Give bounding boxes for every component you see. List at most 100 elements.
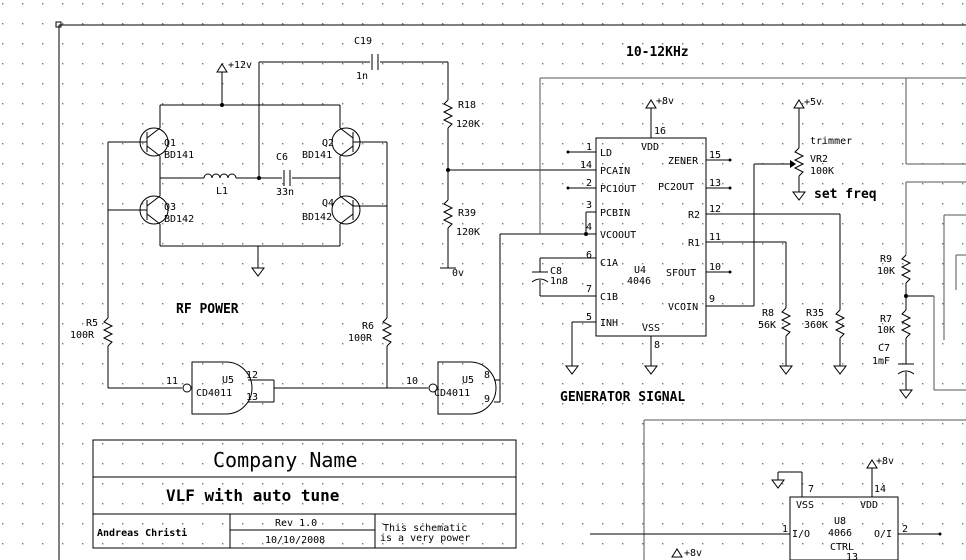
author-name: Andreas Christi xyxy=(97,527,187,539)
u4-pin-r2: R2 xyxy=(688,210,700,221)
r8-ref: R8 xyxy=(762,308,774,319)
u4-pin-ld-num: 1 xyxy=(586,142,592,153)
u4-pin-sfout-num: 10 xyxy=(709,262,721,273)
u8-io: I/O xyxy=(792,529,810,540)
set-freq-label: set freq xyxy=(814,187,877,202)
u5a-value: CD4011 xyxy=(196,388,232,399)
u8-supply-label: +8v xyxy=(876,456,894,467)
u4-pin-c1a-num: 6 xyxy=(586,250,592,261)
u4-vss: VSS xyxy=(642,323,660,334)
rf-power-label: RF POWER xyxy=(176,302,239,317)
generator-signal-label: GENERATOR SIGNAL xyxy=(560,390,685,405)
c6-ref: C6 xyxy=(276,152,288,163)
r7-ref: R7 xyxy=(880,314,892,325)
u8-oi: O/I xyxy=(874,529,892,540)
vr2-value: 100K xyxy=(810,166,834,177)
u4-pin-c1b-num: 7 xyxy=(586,284,592,295)
u4-pin-vcoout: VCOOUT xyxy=(600,230,636,241)
transistor-q2: Q2 BD141 xyxy=(302,105,387,178)
schematic-note-line2: is a very power xyxy=(380,533,470,544)
r5-value: 100R xyxy=(70,330,95,341)
u4-ref: U4 xyxy=(634,265,646,276)
u8-value: 4066 xyxy=(828,528,852,539)
u4-vdd-pin: 16 xyxy=(654,126,666,137)
r7-value: 10K xyxy=(877,325,895,336)
transistor-q4: Q4 BD142 xyxy=(302,178,387,246)
supply-0v-label: 0v xyxy=(452,268,464,279)
r9-value: 10K xyxy=(877,266,895,277)
r9-ref: R9 xyxy=(880,254,892,265)
u8-ref: U8 xyxy=(834,516,846,527)
u5b-pin-10: 10 xyxy=(406,376,418,387)
u8-ctrl-pin: 13 xyxy=(846,552,858,560)
nand-gate-u5a: U5 CD4011 11 12 13 xyxy=(166,361,387,415)
c7-ref: C7 xyxy=(878,343,890,354)
rf-power-section: +12v C19 1n R18 120K R39 120K 0v xyxy=(70,36,586,389)
u8-io-pin: 1 xyxy=(782,524,788,535)
trimmer-label: trimmer xyxy=(810,136,852,147)
title-block: Company Name VLF with auto tune Andreas … xyxy=(92,439,517,549)
u4-pin-pc2out-num: 13 xyxy=(709,178,721,189)
u4-pin-r1-num: 11 xyxy=(709,232,721,243)
transistor-q3: Q3 BD142 xyxy=(108,178,194,246)
u5a-pin-13: 13 xyxy=(246,392,258,403)
u4-pin-pcbin: PCBIN xyxy=(600,208,630,219)
r8-value: 56K xyxy=(758,320,776,331)
generator-section: 10-12KHz U4 4046 VDD 16 VSS 8 +8v LD 1 P… xyxy=(531,45,966,560)
u4-pin-zener-num: 15 xyxy=(709,150,721,161)
q3-ref: Q3 xyxy=(164,202,176,213)
schematic-note-line1: This schematic xyxy=(383,523,467,534)
u5b-ref: U5 xyxy=(462,375,474,386)
u4-pin-pcbin-num: 3 xyxy=(586,200,592,211)
c7-value: 1mF xyxy=(872,356,890,367)
u4-pin-vcoin: VCOIN xyxy=(668,302,698,313)
r5-ref: R5 xyxy=(86,318,98,329)
u8-vss: VSS xyxy=(796,500,814,511)
drawing-date: 10/10/2008 xyxy=(265,535,325,546)
u4-pin-pcain: PCAIN xyxy=(600,166,630,177)
u4-supply-label: +8v xyxy=(656,96,674,107)
u4-pin-vcoin-num: 9 xyxy=(709,294,715,305)
q2-value: BD141 xyxy=(302,150,332,161)
r39-value: 120K xyxy=(456,227,480,238)
u8-ctrl: CTRL xyxy=(830,542,854,553)
u5a-ref: U5 xyxy=(222,375,234,386)
u5b-value: CD4011 xyxy=(434,388,470,399)
u8-vss-pin: 7 xyxy=(808,484,814,495)
u5a-pin-12: 12 xyxy=(246,370,258,381)
r18-ref: R18 xyxy=(458,100,476,111)
c19-ref: C19 xyxy=(354,36,372,47)
q4-ref: Q4 xyxy=(322,198,334,209)
u5a-pin-11: 11 xyxy=(166,376,178,387)
bottom-supply-label: +8v xyxy=(684,548,702,559)
c19-value: 1n xyxy=(356,71,368,82)
c8-value: 1n8 xyxy=(550,276,568,287)
u4-pin-sfout: SFOUT xyxy=(666,268,696,279)
u4-value: 4046 xyxy=(627,276,651,287)
u5b-pin-9: 9 xyxy=(484,394,490,405)
project-title: VLF with auto tune xyxy=(166,486,339,505)
u8-vdd: VDD xyxy=(860,500,878,511)
sheet-border xyxy=(55,21,966,560)
nand-gate-u5b: U5 CD4011 10 8 9 xyxy=(406,233,586,415)
u4-pin-vcoout-num: 4 xyxy=(586,222,592,233)
r39-ref: R39 xyxy=(458,208,476,219)
company-name: Company Name xyxy=(213,448,358,472)
q4-value: BD142 xyxy=(302,212,332,223)
u4-pin-r2-num: 12 xyxy=(709,204,721,215)
u4-vss-pin: 8 xyxy=(654,340,660,351)
u4-pin-c1a: C1A xyxy=(600,258,618,269)
supply-5v-label: +5v xyxy=(804,97,822,108)
r18-value: 120K xyxy=(456,119,480,130)
r35-ref: R35 xyxy=(806,308,824,319)
c6-value: 33n xyxy=(276,187,294,198)
u4-pin-zener: ZENER xyxy=(668,156,699,167)
revision: Rev 1.0 xyxy=(275,518,317,529)
u4-pin-pc1out: PC1OUT xyxy=(600,184,636,195)
u4-pin-pc2out: PC2OUT xyxy=(658,182,694,193)
supply-12v-label: +12v xyxy=(228,60,252,71)
r35-value: 360K xyxy=(804,320,828,331)
u4-pin-pc1out-num: 2 xyxy=(586,178,592,189)
u4-pin-inh-num: 5 xyxy=(586,312,592,323)
